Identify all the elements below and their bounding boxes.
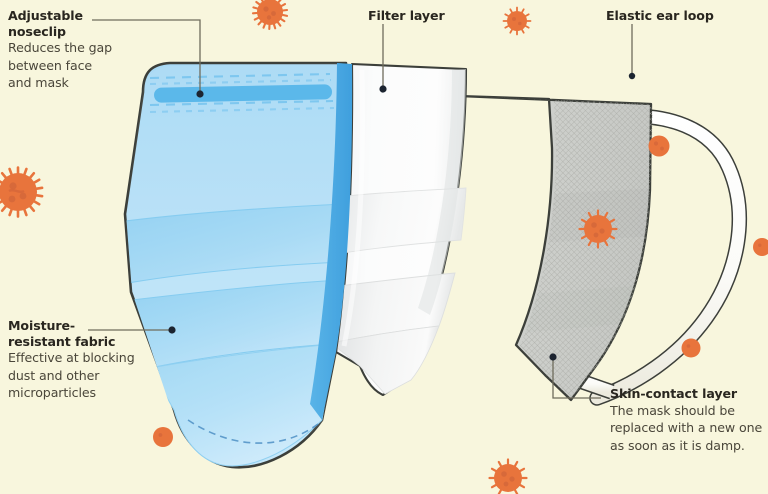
callout-body-line-1: Reduces the gap: [8, 40, 113, 55]
callout-body-line-3: microparticles: [8, 385, 96, 400]
dot-earloop: [628, 72, 636, 80]
callout-title-line-1: Adjustable: [8, 8, 83, 23]
callout-skin-contact-layer: Skin-contact layer The mask should be re…: [610, 386, 768, 454]
callout-filter-layer: Filter layer: [368, 8, 508, 24]
callout-body-line-2: replaced with a new one: [610, 420, 763, 435]
leader-lines: [88, 19, 633, 399]
adjustable-noseclip: [149, 72, 335, 114]
virus-particle: [753, 238, 768, 256]
callout-body-line-1: The mask should be: [610, 402, 735, 418]
callout-title: Elastic ear loop: [606, 8, 714, 23]
callout-body-line-3: as soon as it is damp.: [610, 437, 745, 453]
dot-filter: [379, 85, 387, 93]
callout-title: Moisture- resistant fabric: [8, 318, 140, 349]
callout-title: Skin-contact layer: [610, 386, 738, 401]
moisture-resistant-fabric: [123, 61, 353, 469]
virus-particle: [251, 0, 289, 31]
dot-noseclip: [196, 90, 204, 98]
callout-adjustable-noseclip: Adjustable noseclip Reduces the gap betw…: [8, 8, 138, 92]
callout-title-line-2: noseclip: [8, 23, 66, 39]
callout-body-line-1: Effective at blocking: [8, 350, 135, 365]
virus-particle: [578, 209, 618, 249]
callout-body: The mask should be replaced with a new o…: [610, 402, 768, 455]
virus-particle: [648, 135, 670, 157]
callout-elastic-ear-loop: Elastic ear loop: [606, 8, 761, 24]
callout-title: Filter layer: [368, 8, 445, 23]
virus-particle: [502, 6, 532, 36]
callout-body: Reduces the gap between face and mask: [8, 39, 138, 92]
filter-layer: [330, 62, 468, 397]
callout-body-line-3: and mask: [8, 75, 69, 90]
callout-body-line-2: between face: [8, 57, 93, 73]
callout-title-line-1: Moisture-: [8, 318, 76, 333]
leader-dots: [168, 72, 636, 361]
leader-skin: [552, 357, 601, 399]
callout-body: Effective at blocking dust and other mic…: [8, 349, 140, 402]
callout-body-line-2: dust and other: [8, 367, 100, 383]
virus-particle: [153, 427, 173, 447]
dot-skin: [549, 353, 557, 361]
dot-moisture: [168, 326, 176, 334]
virus-particle: [681, 338, 701, 358]
callout-title-line-2: resistant fabric: [8, 333, 116, 349]
callout-moisture-resistant-fabric: Moisture- resistant fabric Effective at …: [8, 318, 140, 402]
leader-noseclip: [92, 19, 201, 94]
virus-particle: [488, 458, 528, 494]
virus-particle: [0, 166, 44, 218]
callout-title: Adjustable noseclip: [8, 8, 138, 39]
